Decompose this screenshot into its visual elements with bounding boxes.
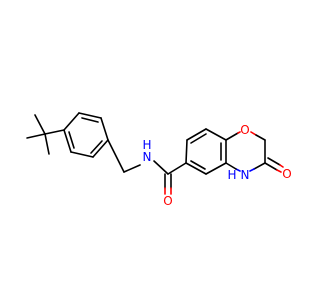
bond-ox-5 bbox=[225, 162, 237, 170]
bond-lactam-co-a bbox=[264, 162, 278, 171]
bond-ring-ch2 bbox=[107, 139, 125, 173]
tert-butyl-group bbox=[26, 114, 65, 155]
bond-bz-1 bbox=[185, 139, 188, 164]
bond-ox-2 bbox=[255, 134, 266, 141]
amide-linker bbox=[107, 139, 187, 195]
bond-bz-5 bbox=[205, 162, 227, 175]
bond-ph-double-2 bbox=[90, 140, 103, 154]
bond-ox-2-red bbox=[250, 131, 257, 136]
oxazinone-ring bbox=[225, 131, 284, 173]
ring-oxygen-label: O bbox=[240, 123, 249, 137]
bond-ox-4-blue bbox=[249, 168, 255, 172]
bond-bz-3 bbox=[205, 128, 227, 141]
amide-hydrogen-label: H bbox=[142, 138, 151, 152]
bond-bz-double-3 bbox=[190, 160, 206, 170]
fused-benzene-ring bbox=[185, 128, 227, 175]
bond-lactam-co-a-red bbox=[276, 169, 282, 173]
bond-ph-1 bbox=[63, 112, 80, 131]
bond-ph-6 bbox=[63, 129, 72, 153]
bond-tbu-ring bbox=[44, 129, 65, 135]
bond-bz-6 bbox=[185, 162, 207, 175]
lactam-oxygen-label: O bbox=[282, 167, 291, 181]
lactam-hydrogen-label: H bbox=[227, 168, 236, 182]
bond-lactam-co-b-red bbox=[279, 164, 284, 168]
amide-oxygen-label: O bbox=[163, 194, 172, 208]
bond-lactam-co-b bbox=[267, 157, 281, 166]
bond-ph-2 bbox=[78, 112, 102, 119]
bond-ch2-n bbox=[123, 164, 141, 173]
bond-n-co bbox=[153, 160, 169, 175]
bond-ox-1 bbox=[225, 132, 239, 141]
atom-labels: N H O O N H O bbox=[142, 123, 291, 208]
amide-nitrogen-label: N bbox=[143, 150, 152, 164]
bond-ph-double-1 bbox=[81, 117, 99, 123]
phenyl-ring bbox=[63, 112, 109, 158]
bond-bz-double-1 bbox=[190, 133, 207, 144]
bond-ox-1-red bbox=[237, 131, 241, 134]
bond-ph-4 bbox=[92, 139, 109, 158]
bond-ph-3 bbox=[100, 117, 109, 141]
bond-co-ring bbox=[167, 162, 187, 175]
bond-tbu-me3 bbox=[44, 133, 50, 155]
bond-tbu-me1 bbox=[26, 133, 46, 139]
lactam-nitrogen-label: N bbox=[241, 168, 250, 182]
bond-bz-2 bbox=[186, 128, 207, 141]
bond-ph-double-3 bbox=[68, 131, 75, 149]
molecule-structure-diagram: N H O O N H O bbox=[26, 112, 292, 208]
bond-ox-4 bbox=[253, 162, 266, 170]
bond-ph-5 bbox=[70, 151, 94, 158]
bond-tbu-me2 bbox=[34, 114, 46, 135]
